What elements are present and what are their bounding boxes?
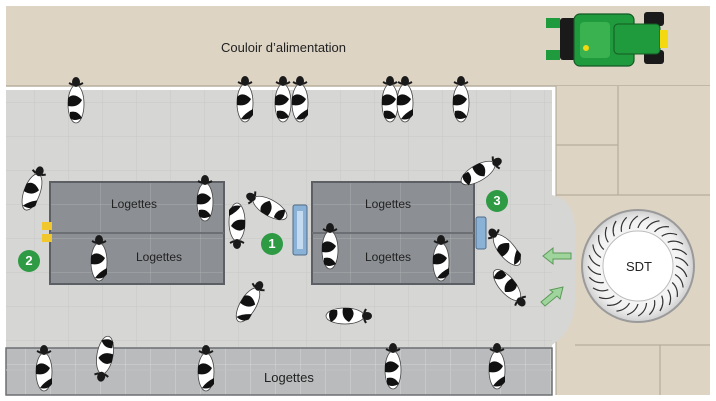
marker-2-label: 2	[25, 253, 33, 268]
scraper-device-icon	[292, 204, 308, 256]
robot-label: SDT	[626, 259, 652, 274]
marker-1-badge	[261, 233, 283, 255]
arrow-icon	[540, 246, 572, 307]
cow-icon	[274, 76, 292, 123]
stall-label: Logettes	[365, 250, 412, 264]
cow-icon	[21, 166, 46, 211]
marker-1-label: 1	[268, 236, 276, 251]
cow-icon	[196, 175, 214, 222]
cow-icon	[228, 202, 246, 249]
cow-icon	[396, 76, 414, 123]
stall-label: Logettes	[111, 197, 158, 211]
cow-icon	[452, 76, 470, 123]
cow-icon	[492, 269, 527, 307]
cow-icon	[291, 76, 309, 123]
feed-alley-label: Couloir d’alimentation	[221, 40, 347, 55]
cow-icon	[321, 223, 339, 270]
stall-label: Logettes	[264, 370, 314, 385]
cow-icon	[325, 307, 372, 325]
stall-label: Logettes	[136, 250, 183, 264]
cow-icon	[460, 156, 502, 186]
cow-icon	[246, 191, 288, 221]
cow-icon	[432, 235, 450, 282]
marker-3-label: 3	[493, 193, 501, 208]
marker-3-badge	[486, 190, 508, 212]
rotary-brush-icon	[581, 209, 695, 323]
cow-icon	[94, 335, 114, 382]
cow-icon	[67, 77, 85, 124]
scraper-device-icon	[475, 216, 487, 250]
cow-icon	[197, 345, 215, 392]
cow-icon	[90, 235, 108, 282]
cow-icon	[488, 343, 506, 390]
cow-icon	[236, 76, 254, 123]
tractor-icon	[546, 12, 668, 67]
cow-icon	[384, 343, 402, 390]
cow-icon	[35, 345, 53, 392]
cow-icon	[381, 76, 399, 123]
stall-block-left	[42, 181, 225, 285]
cow-icon	[235, 281, 265, 323]
stall-label: Logettes	[365, 197, 412, 211]
marker-2-badge	[18, 250, 40, 272]
cow-group	[21, 76, 527, 392]
cow-icon	[487, 228, 522, 266]
